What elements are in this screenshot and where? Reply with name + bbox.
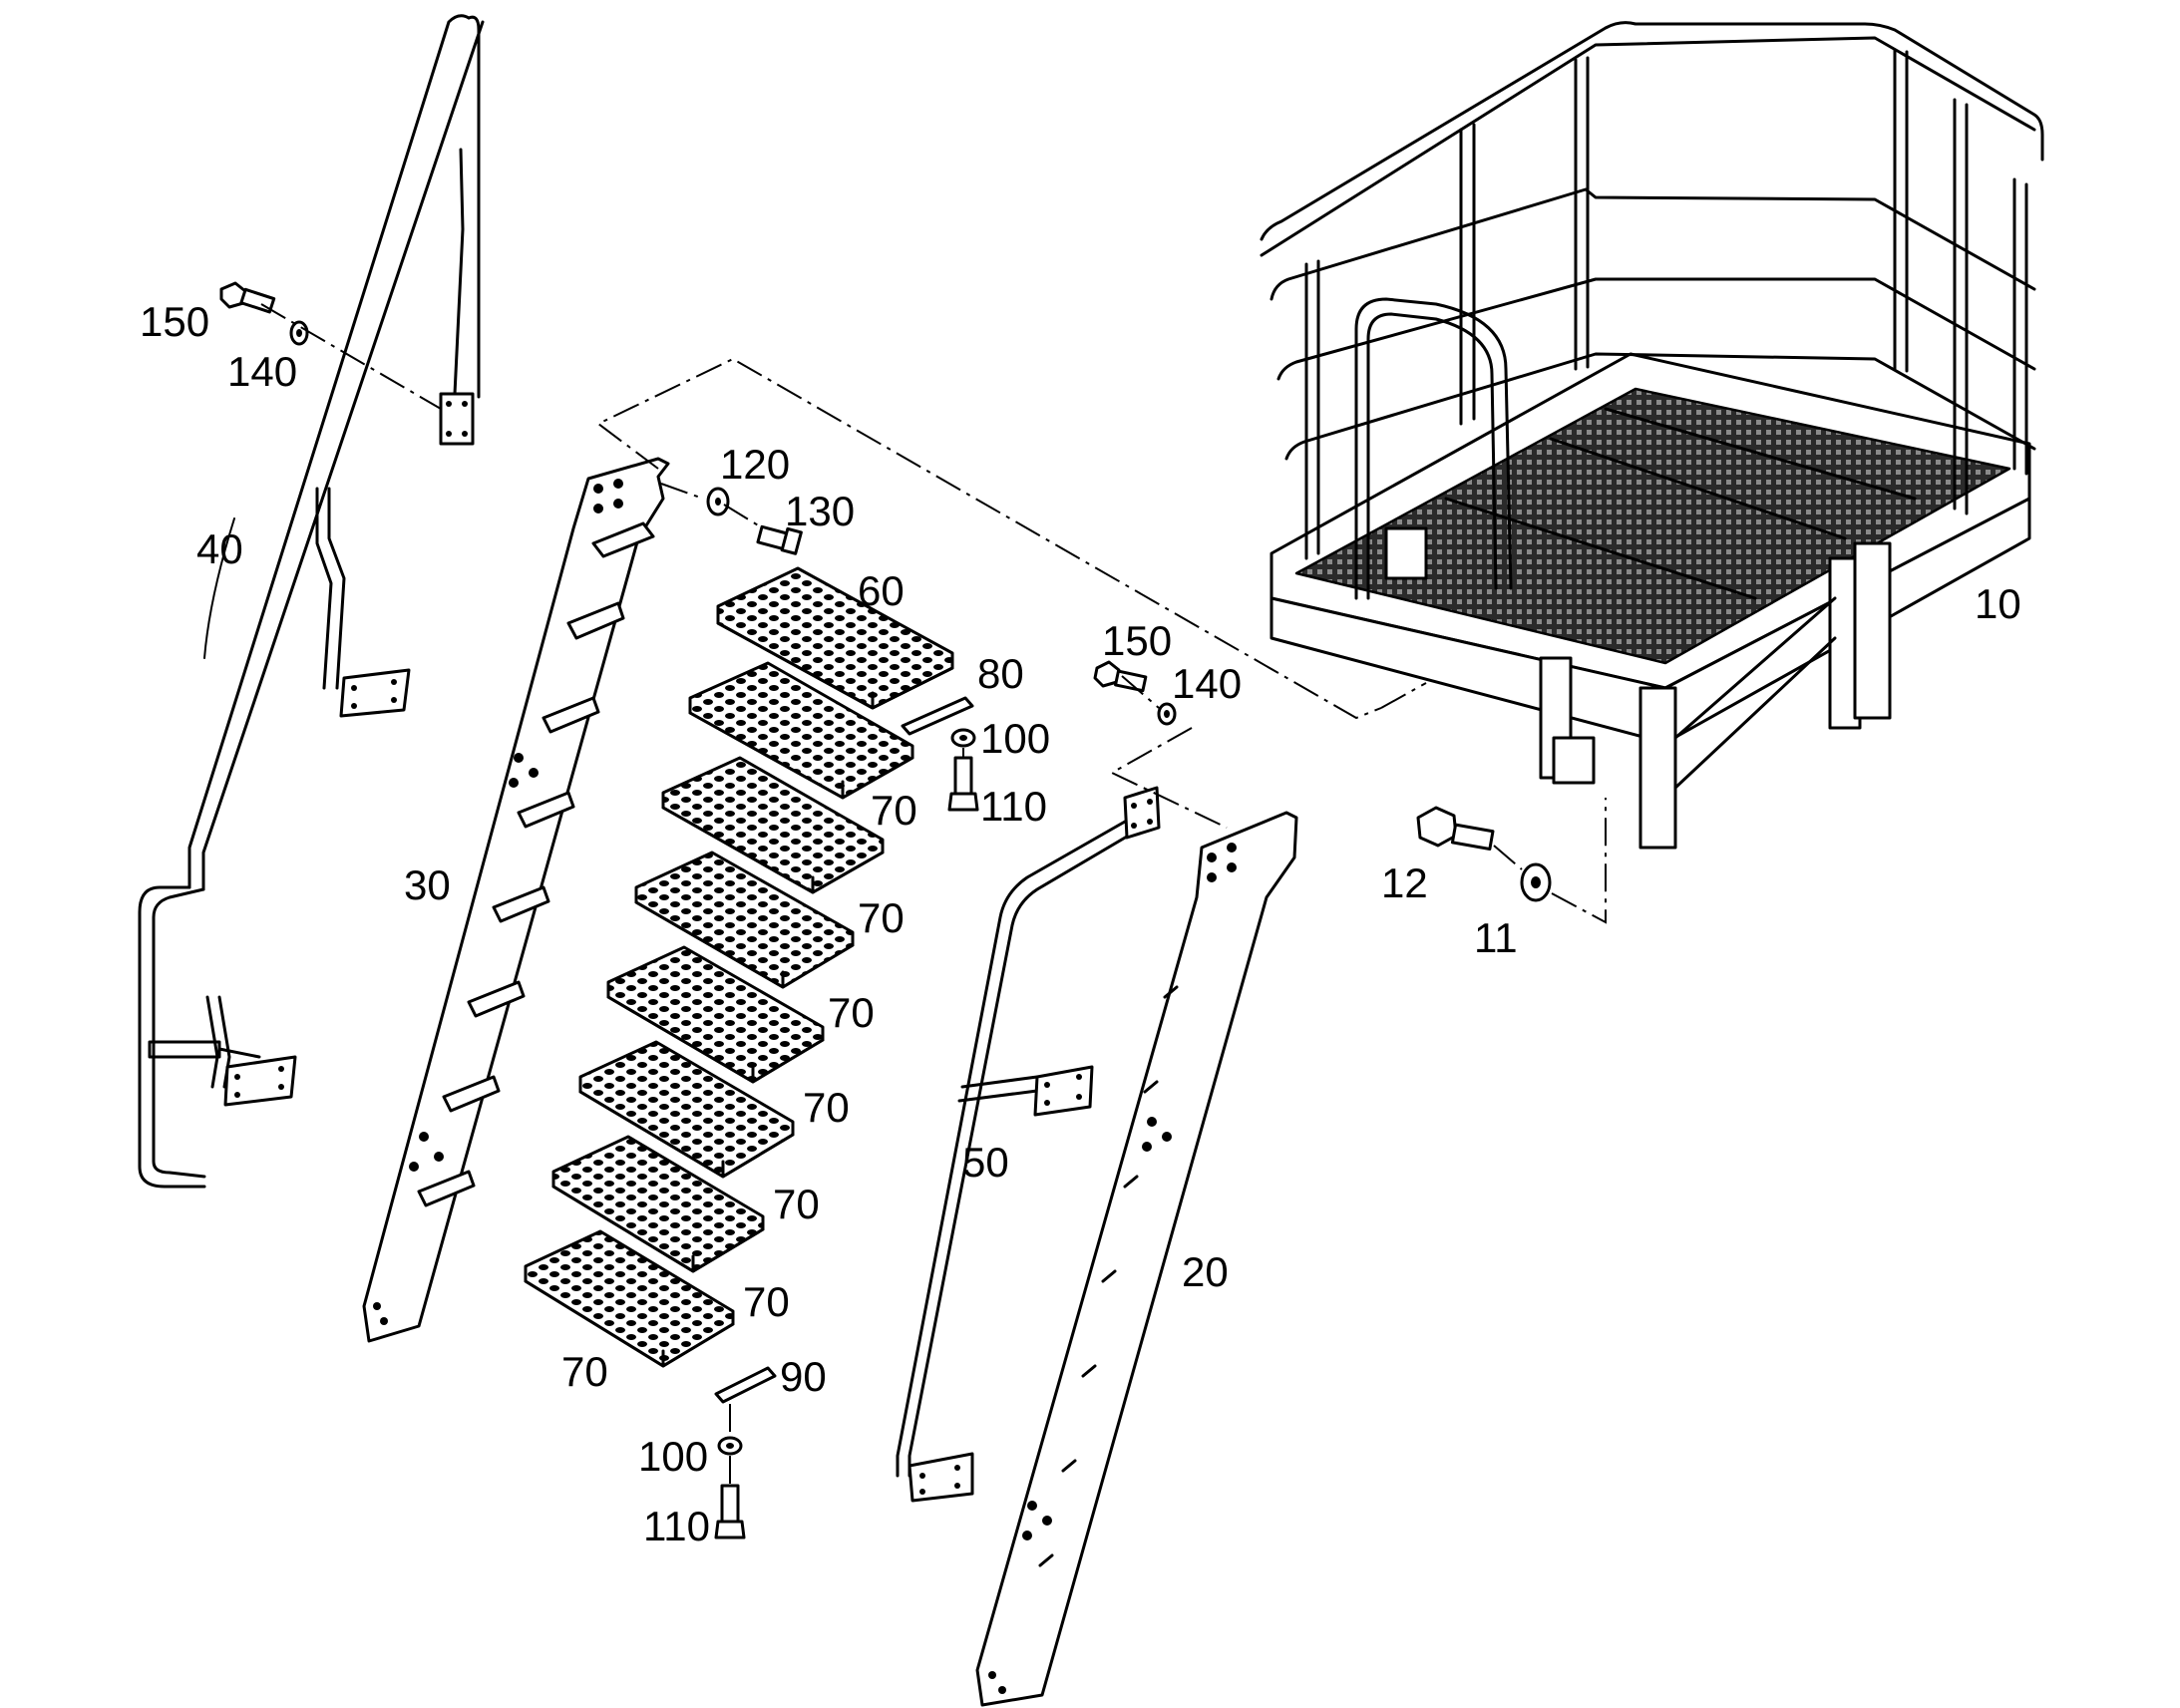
- callout-100-lower: 100: [638, 1433, 708, 1480]
- callout-110-lower: 110: [643, 1503, 710, 1549]
- bolt-110-upper: [947, 756, 979, 812]
- callout-40: 40: [196, 525, 243, 572]
- callout-70-5: 70: [773, 1181, 820, 1227]
- callout-70-2: 70: [858, 894, 905, 941]
- assembly-line-120-130: [723, 504, 761, 527]
- washer-11: [1520, 862, 1552, 902]
- callout-150-upper: 150: [140, 298, 209, 345]
- step-70-6: [551, 1135, 765, 1273]
- step-70-4: [606, 945, 825, 1084]
- step-70-5: [578, 1040, 795, 1179]
- step-70-7: [524, 1229, 735, 1368]
- callout-20: 20: [1182, 1248, 1229, 1295]
- callout-12: 12: [1381, 859, 1428, 906]
- strap-90: [714, 1366, 777, 1404]
- callout-60: 60: [858, 567, 905, 614]
- callout-130: 130: [785, 488, 855, 534]
- left-stringer-30: [362, 457, 670, 1343]
- callout-140-upper: 140: [227, 348, 297, 395]
- washer-100-lower: [717, 1436, 743, 1456]
- callout-110-upper: 110: [980, 783, 1047, 830]
- callout-120: 120: [720, 441, 790, 488]
- callout-80: 80: [977, 650, 1024, 697]
- bolt-130: [756, 524, 803, 555]
- right-stringer-20: [975, 811, 1298, 1707]
- step-70-3: [634, 851, 855, 989]
- callout-70-4: 70: [803, 1084, 850, 1131]
- callout-70-7: 70: [561, 1348, 608, 1395]
- bolt-110-lower: [714, 1484, 746, 1539]
- callout-11: 11: [1474, 914, 1518, 961]
- strap-80: [901, 696, 974, 736]
- bolt-12: [1416, 806, 1495, 851]
- assembly-line-30-10: [596, 357, 1382, 720]
- callout-140-middle: 140: [1172, 660, 1242, 707]
- assembly-line-to-platform: [1380, 682, 1427, 709]
- bolt-150-middle: [1093, 660, 1148, 693]
- washer-120: [706, 487, 730, 516]
- assembly-line-11-10: [1551, 798, 1607, 924]
- callout-70-6: 70: [743, 1278, 790, 1325]
- assembly-line-150-20: [1109, 727, 1228, 829]
- washer-140-upper-left: [289, 320, 309, 346]
- platform-10: [1260, 21, 2044, 850]
- step-60: [716, 566, 954, 710]
- washer-100-upper: [950, 728, 976, 748]
- callout-150-middle: 150: [1102, 617, 1172, 664]
- washer-140-middle: [1157, 702, 1177, 726]
- right-handrail-50: [896, 786, 1161, 1503]
- left-handrail-40: [138, 14, 485, 1189]
- assembly-line-150-40: [260, 303, 442, 410]
- callout-50: 50: [962, 1139, 1009, 1186]
- step-70-1: [688, 661, 914, 800]
- callout-90: 90: [780, 1353, 827, 1400]
- callout-10: 10: [1975, 580, 2021, 627]
- callout-70-1: 70: [871, 787, 917, 834]
- assembly-line-150-140-middle: [1121, 675, 1160, 709]
- step-70-2: [661, 756, 885, 894]
- callout-100-upper: 100: [980, 715, 1050, 762]
- assembly-line-30-120: [660, 483, 704, 500]
- assembly-line-12-11: [1493, 845, 1523, 870]
- callout-30: 30: [404, 861, 451, 908]
- callout-70-3: 70: [828, 989, 875, 1036]
